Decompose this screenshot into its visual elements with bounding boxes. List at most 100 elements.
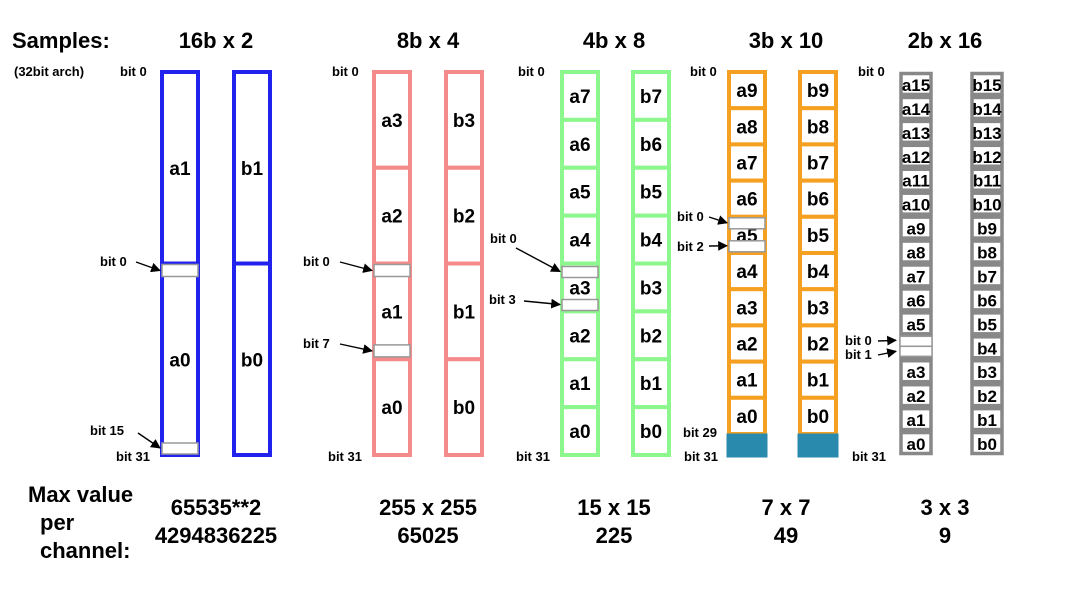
sample-cell xyxy=(970,287,1004,312)
sample-cell xyxy=(970,215,1004,240)
sample-cell xyxy=(372,165,412,266)
sample-cell-label: b4 xyxy=(977,339,997,358)
sample-cell xyxy=(970,359,1004,384)
sample-cell xyxy=(899,191,933,216)
group-title: 4b x 8 xyxy=(583,28,645,53)
sample-cell-label: a2 xyxy=(907,387,926,406)
group-title: 2b x 16 xyxy=(908,28,983,53)
max-value-result: 9 xyxy=(939,523,951,548)
sample-cell xyxy=(560,357,600,410)
sample-cell-label: b7 xyxy=(977,267,997,286)
sample-cell-label: a3 xyxy=(907,363,926,382)
bit-marker xyxy=(561,298,599,312)
sample-cell-label: a6 xyxy=(736,190,757,211)
sample-cell xyxy=(798,106,838,147)
callout-arrow xyxy=(339,261,373,273)
sample-cell-label: a10 xyxy=(902,196,930,215)
sample-cell-label: b0 xyxy=(640,422,662,443)
unused-bits xyxy=(797,433,839,458)
sample-cell xyxy=(899,95,933,121)
bit-29-label: bit 29 xyxy=(683,425,717,440)
sample-cell-label: a0 xyxy=(169,350,190,371)
sample-cell xyxy=(798,214,838,256)
sample-cell-label: a14 xyxy=(902,100,931,119)
sample-cell-label: b2 xyxy=(640,326,662,347)
sample-cell-label: b5 xyxy=(640,183,663,204)
unused-bits xyxy=(726,433,768,458)
sample-cell xyxy=(899,430,933,456)
sample-cell xyxy=(232,261,272,457)
bit-marker xyxy=(161,442,199,455)
sample-cell-label: a6 xyxy=(569,135,590,156)
callout-label: bit 0 xyxy=(303,254,330,269)
sample-cell xyxy=(560,405,600,457)
bit-end-label: bit 31 xyxy=(516,449,550,464)
sample-cell-label: b5 xyxy=(807,226,830,247)
sample-cell-label: b14 xyxy=(972,100,1002,119)
sample-cell xyxy=(970,311,1004,336)
sample-cell-label: a12 xyxy=(902,148,930,167)
sample-cell-label: b1 xyxy=(640,374,663,395)
sample-cell-label: b1 xyxy=(453,302,476,323)
sample-cell xyxy=(899,215,933,240)
sample-cell-label: a7 xyxy=(736,154,757,175)
sample-cell-label: b5 xyxy=(977,315,997,334)
sample-cell-label: a13 xyxy=(902,124,930,143)
sample-cell-label: a2 xyxy=(569,326,590,347)
sample-cell-label: a11 xyxy=(902,172,929,191)
bit-marker xyxy=(728,217,766,230)
sample-cell xyxy=(970,382,1004,408)
callout-arrow xyxy=(515,247,561,273)
sample-cell-label: a0 xyxy=(907,435,926,454)
arch-label: (32bit arch) xyxy=(14,64,84,79)
sample-cell xyxy=(444,165,484,266)
sample-column-a: a1 a0 xyxy=(160,70,200,457)
group-title: 16b x 2 xyxy=(179,28,254,53)
max-value-label-line3: channel: xyxy=(40,538,130,563)
sample-cell-label: b0 xyxy=(977,435,997,454)
sample-cell xyxy=(631,405,671,457)
bit-end-label: bit 31 xyxy=(684,449,718,464)
sample-cell-label: b6 xyxy=(807,190,829,211)
bit-start-label: bit 0 xyxy=(120,64,147,79)
bit-marker xyxy=(561,265,599,279)
group-title: 8b x 4 xyxy=(397,28,460,53)
bit-end-label: bit 31 xyxy=(328,449,362,464)
sample-cell-label: a1 xyxy=(169,159,191,180)
sample-cell xyxy=(899,71,933,97)
sample-cell xyxy=(970,71,1004,97)
sample-cell-label: b3 xyxy=(453,111,475,132)
sample-cell-label: a1 xyxy=(907,411,926,430)
callout-label: bit 0 xyxy=(845,333,872,348)
sample-cell-label: b1 xyxy=(241,159,264,180)
sample-cell-label: b8 xyxy=(807,117,829,138)
sample-cell-label: b4 xyxy=(640,231,663,252)
sample-cell-label: b7 xyxy=(807,154,829,175)
sample-cell-label: a2 xyxy=(736,335,757,356)
sample-cell-label: b3 xyxy=(807,298,829,319)
callout-label: bit 0 xyxy=(677,209,704,224)
max-value-label-line1: Max value xyxy=(28,482,133,507)
bit-end-label: bit 31 xyxy=(116,449,150,464)
sample-cell-label: b1 xyxy=(807,371,830,392)
sample-cell-label: b0 xyxy=(453,398,475,419)
sample-column-a: a15a14a13a12a11a10a9a8a7a6a5a4a3a2a1a0 xyxy=(899,71,933,456)
callout-arrow xyxy=(708,215,728,225)
sample-cell xyxy=(970,239,1004,264)
max-value-expression: 255 x 255 xyxy=(379,495,477,520)
sample-cell xyxy=(899,239,933,264)
sample-cell-label: a3 xyxy=(736,298,757,319)
sample-cell-label: b2 xyxy=(807,335,829,356)
sample-cell xyxy=(899,143,933,168)
sample-cell-label: a6 xyxy=(907,291,926,310)
